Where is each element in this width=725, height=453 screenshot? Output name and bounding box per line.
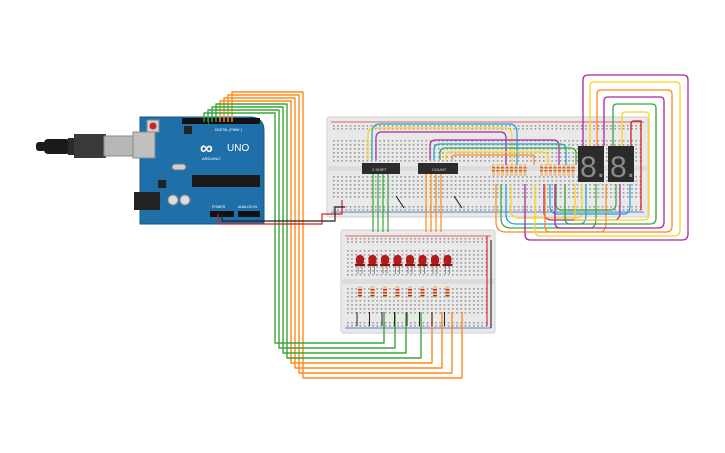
usb-cable: [36, 134, 143, 158]
chip-label: COUNT: [432, 167, 447, 172]
wire: [217, 200, 343, 225]
digit-left: 8.: [580, 151, 605, 184]
reset-button[interactable]: [149, 122, 157, 130]
led-breadboard[interactable]: [340, 229, 496, 334]
wire: [221, 206, 345, 222]
chip-label: 2 SHIFT: [372, 167, 387, 172]
seven-segment-display-right[interactable]: 8.: [608, 146, 635, 184]
analog-label: ANALOG IN: [238, 205, 258, 209]
wire: [564, 103, 657, 225]
wire: [534, 81, 681, 237]
brand-label: ARDUINO: [202, 156, 220, 161]
digital-header: [182, 118, 260, 124]
led-row: [355, 255, 453, 326]
wire: [549, 184, 631, 215]
resistor-array: [492, 164, 575, 176]
wire: [544, 89, 673, 233]
wire: [231, 91, 463, 379]
wire: [500, 184, 597, 229]
wire: [554, 96, 665, 229]
wire: [505, 184, 587, 225]
led: [393, 255, 402, 265]
led: [418, 255, 427, 265]
wire: [207, 109, 396, 349]
wire: [555, 184, 617, 211]
wire: [375, 131, 507, 165]
led: [431, 255, 439, 265]
wire: [445, 151, 549, 165]
wire: [574, 111, 650, 221]
counter-chip[interactable]: COUNT: [418, 163, 458, 174]
wires: [203, 74, 689, 379]
arduino-board[interactable]: DIGITAL (PWM~) ∞ UNO ARDUINO POWER ANALO…: [132, 116, 265, 225]
power-label: POWER: [212, 205, 226, 209]
wire: [367, 127, 513, 165]
wire: [395, 195, 405, 209]
breadboard-holes: [333, 125, 642, 211]
digit-right: 8.: [610, 151, 635, 184]
wire: [227, 94, 453, 374]
model-label: UNO: [227, 143, 249, 154]
wire: [451, 154, 535, 165]
led: [406, 255, 414, 265]
wire: [630, 120, 642, 210]
led: [443, 255, 452, 265]
atmega-chip: [192, 175, 260, 187]
arduino-logo-icon: ∞: [200, 138, 213, 158]
wire: [439, 147, 577, 165]
main-breadboard[interactable]: [326, 116, 649, 218]
wire: [524, 74, 689, 241]
led: [356, 255, 364, 265]
wire: [203, 112, 385, 344]
digital-label: DIGITAL (PWM~): [215, 128, 242, 132]
led: [368, 255, 377, 265]
seven-segment-display-left[interactable]: 8.: [578, 146, 605, 184]
shift-register-chip[interactable]: 2 SHIFT: [362, 163, 400, 174]
led: [381, 255, 389, 265]
wire: [223, 97, 443, 369]
wire: [371, 123, 518, 165]
wire: [453, 195, 463, 209]
